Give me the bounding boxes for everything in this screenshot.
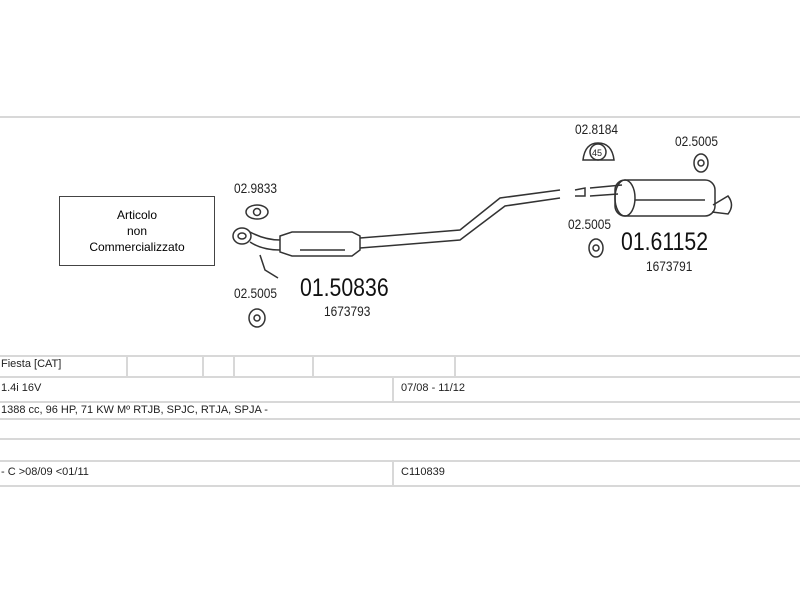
front-pipe-drawing	[232, 189, 561, 279]
part-code: 01.50836	[300, 274, 389, 302]
note-line: non	[126, 224, 148, 238]
clamp-size: 45	[592, 148, 602, 158]
code-cell: C110839	[401, 466, 445, 478]
note-line: Commercializzato	[89, 240, 185, 254]
specs-cell: 1388 cc, 96 HP, 71 KW Mº RTJB, SPJC, RTJ…	[1, 404, 268, 416]
col-line	[233, 355, 235, 377]
gasket-icons: 45	[245, 142, 709, 328]
part-code: 01.61152	[621, 228, 709, 256]
row-line	[0, 438, 800, 440]
not-commercialized-box: Articolo non Commercializzato	[59, 196, 215, 266]
col-line	[126, 355, 128, 377]
exhaust-drawing: 45	[232, 142, 733, 328]
note-cell: - C >08/09 <01/11	[1, 466, 89, 478]
row-line	[0, 460, 800, 462]
col-line	[392, 460, 394, 486]
part-ref: 1673791	[646, 258, 693, 274]
col-line	[312, 355, 314, 377]
row-line	[0, 485, 800, 487]
row-line	[0, 355, 800, 357]
accessory-label: 02.8184	[575, 121, 619, 137]
part-ref: 1673793	[324, 303, 371, 319]
note-line: Articolo	[116, 208, 157, 222]
col-line	[392, 376, 394, 402]
divider	[0, 116, 800, 118]
accessory-label: 02.5005	[568, 216, 612, 232]
accessory-label: 02.5005	[234, 285, 278, 301]
model-cell: Fiesta [CAT]	[1, 358, 62, 370]
row-line	[0, 376, 800, 378]
row-line	[0, 401, 800, 403]
rear-silencer-drawing	[574, 179, 733, 217]
accessory-label: 02.9833	[234, 180, 278, 196]
accessory-label: 02.5005	[675, 133, 719, 149]
col-line	[202, 355, 204, 377]
years-cell: 07/08 - 11/12	[401, 382, 466, 394]
engine-cell: 1.4i 16V	[1, 382, 42, 394]
col-line	[454, 355, 456, 377]
row-line	[0, 418, 800, 420]
